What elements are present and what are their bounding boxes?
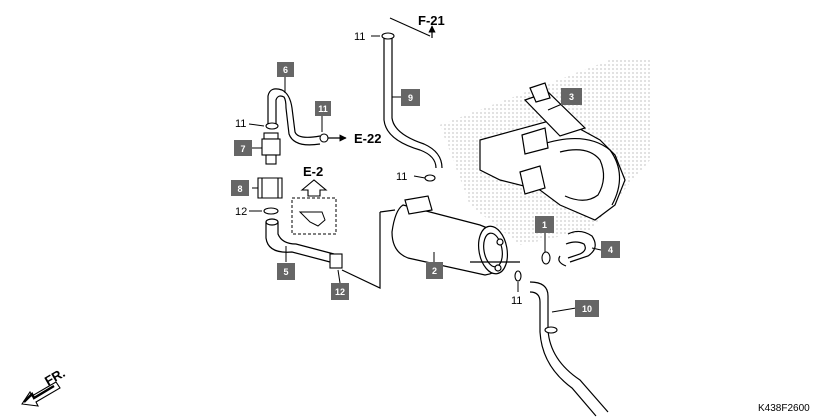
ref-e2: E-2: [303, 164, 323, 179]
e2-detail-box: [291, 197, 337, 235]
fitting-7: [261, 132, 281, 165]
callout-11-top: 11: [354, 31, 365, 43]
grommet-8: [257, 177, 283, 199]
e2-bracket: [298, 211, 326, 227]
callout-11-left: 11: [235, 118, 246, 130]
canister-vent-line: [341, 212, 381, 289]
diagram-code: K438F2600: [758, 403, 810, 414]
part-box-8[interactable]: 8: [231, 180, 249, 196]
part-box-10[interactable]: 10: [575, 300, 599, 317]
part-box-11-e22[interactable]: 11: [315, 101, 331, 116]
svg-text:10: 10: [582, 304, 592, 314]
tube-10-end: [544, 326, 558, 334]
part-box-4[interactable]: 4: [601, 241, 620, 258]
leader-lines: [248, 17, 602, 313]
part-box-7[interactable]: 7: [234, 140, 252, 156]
clamp-11-bottom: [514, 270, 522, 282]
part-box-3[interactable]: 3: [561, 88, 582, 105]
clamp-11-top: [381, 32, 395, 40]
svg-text:6: 6: [283, 65, 288, 75]
clamp-12-left: [263, 207, 279, 215]
part-box-9[interactable]: 9: [401, 89, 420, 106]
svg-text:7: 7: [240, 144, 245, 154]
front-direction-label: FR.: [42, 365, 68, 388]
clamp-1: [541, 251, 551, 265]
tube-9: [383, 38, 443, 169]
svg-text:2: 2: [432, 266, 437, 276]
clamp-12-bottom: [329, 253, 343, 269]
air-cleaner-housing: [479, 82, 626, 221]
part-box-1[interactable]: 1: [535, 216, 554, 233]
clamp-11-e22: [319, 133, 329, 143]
svg-text:9: 9: [408, 93, 413, 103]
ref-f21: F-21: [418, 13, 445, 28]
svg-text:3: 3: [569, 92, 574, 102]
callout-12-left: 12: [235, 206, 247, 218]
svg-text:4: 4: [608, 245, 613, 255]
tube-5: [265, 218, 335, 263]
svg-text:8: 8: [237, 184, 242, 194]
clamp-11-mid: [424, 174, 436, 182]
svg-text:12: 12: [335, 287, 345, 297]
callout-11-mid: 11: [396, 171, 407, 183]
clamp-11-left: [265, 122, 279, 130]
part-box-12[interactable]: 12: [331, 283, 349, 300]
evap-canister: [379, 195, 520, 276]
svg-text:1: 1: [542, 220, 547, 230]
ref-e22: E-22: [354, 131, 381, 146]
e2-arrow-icon: [300, 179, 328, 197]
part-box-2[interactable]: 2: [426, 262, 443, 279]
front-direction-arrow: [21, 381, 61, 407]
part-box-6[interactable]: 6: [277, 62, 294, 77]
tube-6: [267, 88, 321, 146]
callout-11-bottom: 11: [511, 295, 522, 307]
svg-text:11: 11: [318, 104, 328, 114]
part-box-5[interactable]: 5: [277, 263, 295, 280]
tube-4: [558, 230, 596, 267]
svg-text:5: 5: [283, 267, 288, 277]
